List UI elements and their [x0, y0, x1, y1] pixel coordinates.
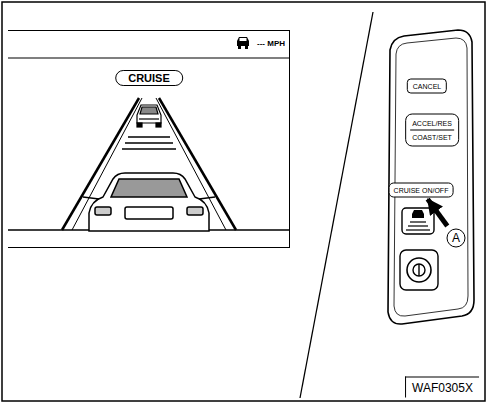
preceding-vehicle	[137, 105, 161, 127]
vehicle-icon	[237, 37, 249, 49]
accel-coast-switch: ACCEL/RESCOAST/SET	[405, 114, 459, 147]
own-vehicle	[83, 173, 215, 231]
node-label: CANCEL	[413, 83, 441, 90]
switch-bezel	[388, 30, 474, 324]
divider-line	[300, 12, 373, 398]
cancel-button: CANCEL	[407, 79, 447, 94]
speed-readout: --- MPH	[257, 39, 285, 48]
callout-letter: A	[447, 229, 466, 248]
cruise-main-switch: CRUISE ON/OFF	[389, 183, 454, 198]
cruise-indicator: CRUISE	[115, 70, 183, 86]
node-label: WAF0305X	[412, 381, 473, 395]
distance-button	[402, 208, 434, 234]
display-bar-line	[8, 57, 290, 58]
node-label: CRUISE ON/OFF	[394, 187, 449, 194]
callout-label: A	[448, 230, 465, 246]
switch-bezel-inner	[394, 38, 468, 316]
node-label: CRUISE	[128, 72, 170, 84]
pointer-arrow	[428, 199, 448, 226]
display-panel: --- MPH CRUISE	[8, 30, 290, 248]
road	[62, 98, 236, 230]
figure-code: WAF0305X	[405, 377, 479, 398]
node-label: ACCEL/RES	[410, 117, 454, 130]
node-label: COAST/SET	[410, 130, 454, 144]
steering-switch	[400, 250, 438, 290]
